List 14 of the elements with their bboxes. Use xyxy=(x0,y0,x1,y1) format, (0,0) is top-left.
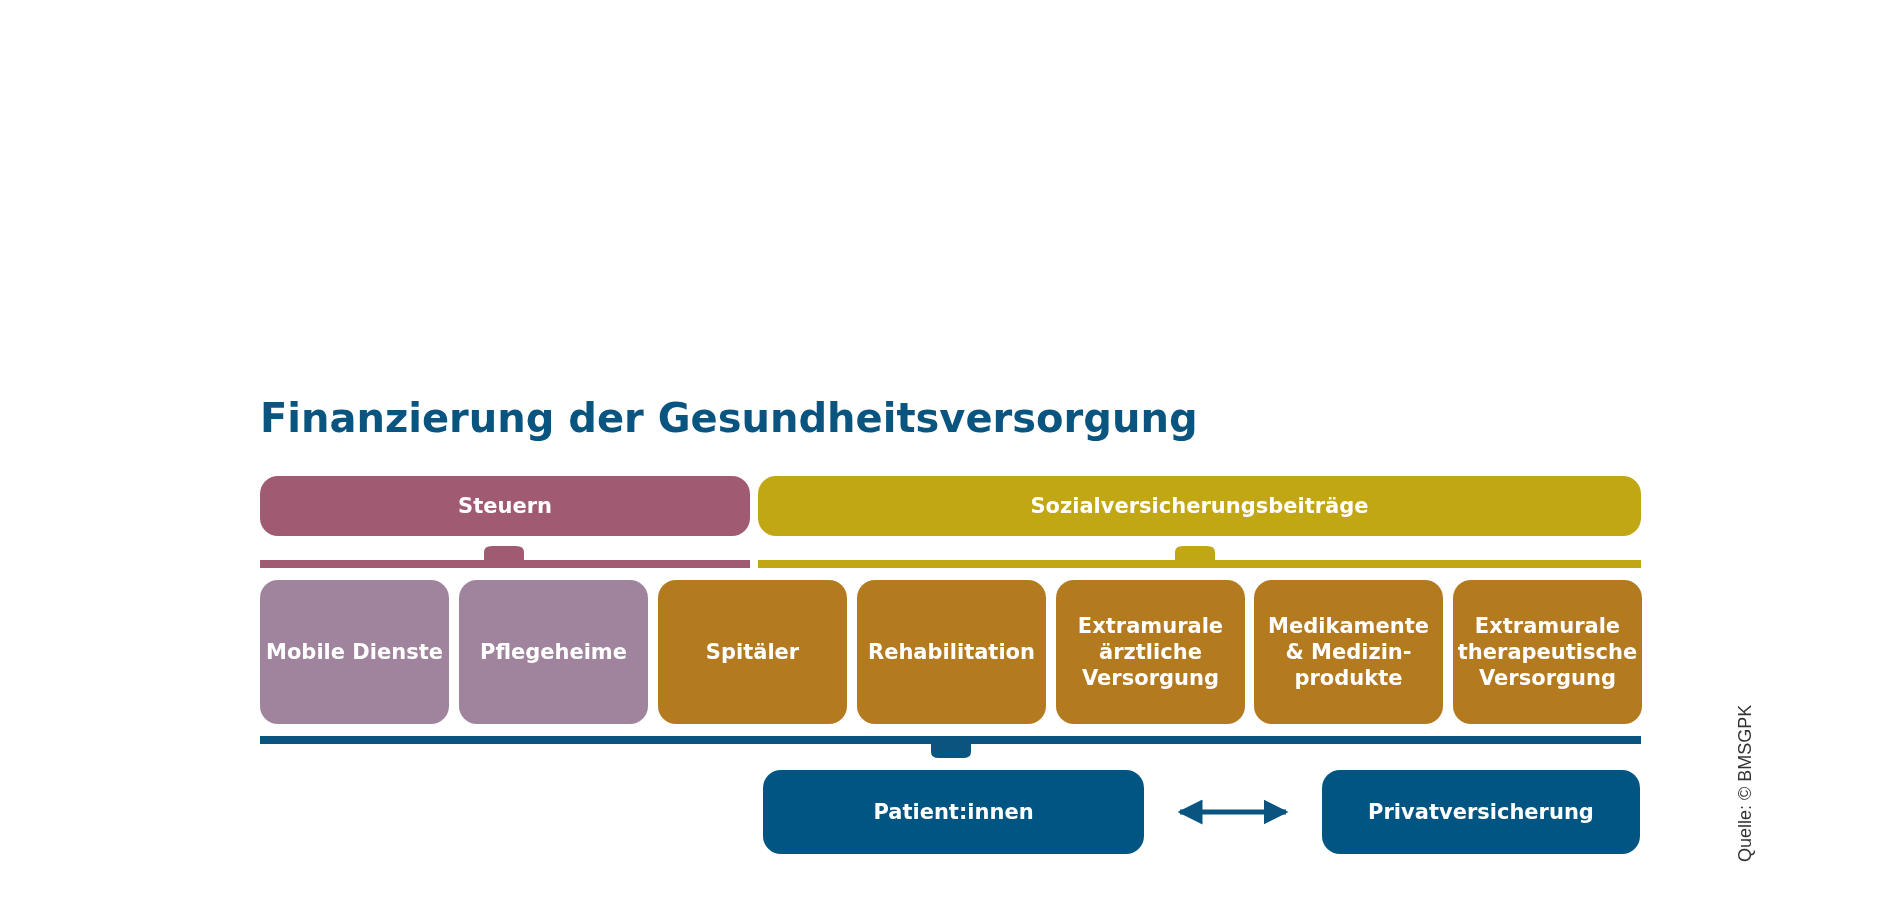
category-box: Extramurale ärztliche Versorgung xyxy=(1056,580,1245,724)
title: Finanzierung der Gesundheitsversorgung xyxy=(260,395,1198,441)
category-box: Privatversicherung xyxy=(1322,770,1640,854)
category-box: Patient:innen xyxy=(763,770,1144,854)
category-box: Steuern xyxy=(260,476,750,536)
double-arrow xyxy=(1177,799,1289,825)
category-box: Mobile Dienste xyxy=(260,580,449,724)
category-box: Pflegeheime xyxy=(459,580,648,724)
category-box: Extramurale therapeutische Versorgung xyxy=(1453,580,1642,724)
category-box: Medikamente & Medizin-produkte xyxy=(1254,580,1443,724)
source-note: Quelle: © BMSGPK xyxy=(1735,704,1756,862)
category-box: Spitäler xyxy=(658,580,847,724)
category-box: Sozialversicherungsbeiträge xyxy=(758,476,1641,536)
category-box: Rehabilitation xyxy=(857,580,1046,724)
